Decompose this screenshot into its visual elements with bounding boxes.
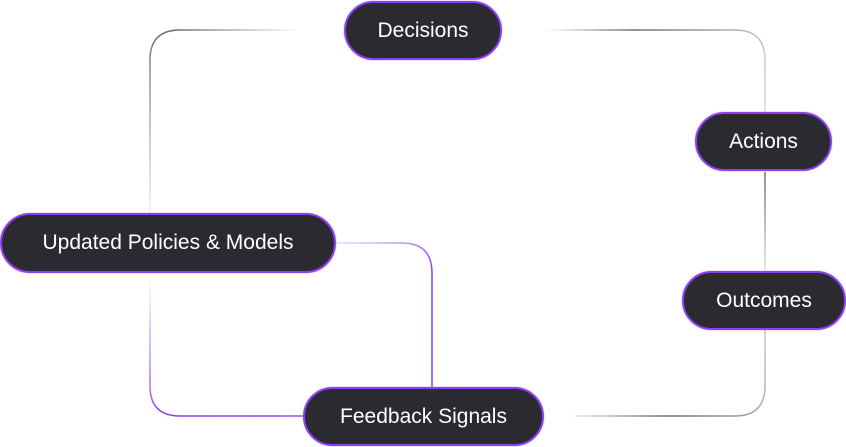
connector-updated-to-feedback-outer — [149, 274, 303, 417]
connector-decisions-to-actions — [545, 29, 766, 112]
node-feedback-signals: Feedback Signals — [303, 387, 544, 446]
node-decisions: Decisions — [344, 1, 502, 60]
connector-updated-to-feedback-inner — [336, 242, 433, 387]
node-actions: Actions — [695, 112, 832, 171]
connector-decisions-to-updated — [149, 29, 300, 213]
node-outcomes: Outcomes — [682, 271, 846, 330]
connector-outcomes-to-feedback — [575, 330, 766, 417]
node-updated-policies-models: Updated Policies & Models — [0, 213, 336, 273]
